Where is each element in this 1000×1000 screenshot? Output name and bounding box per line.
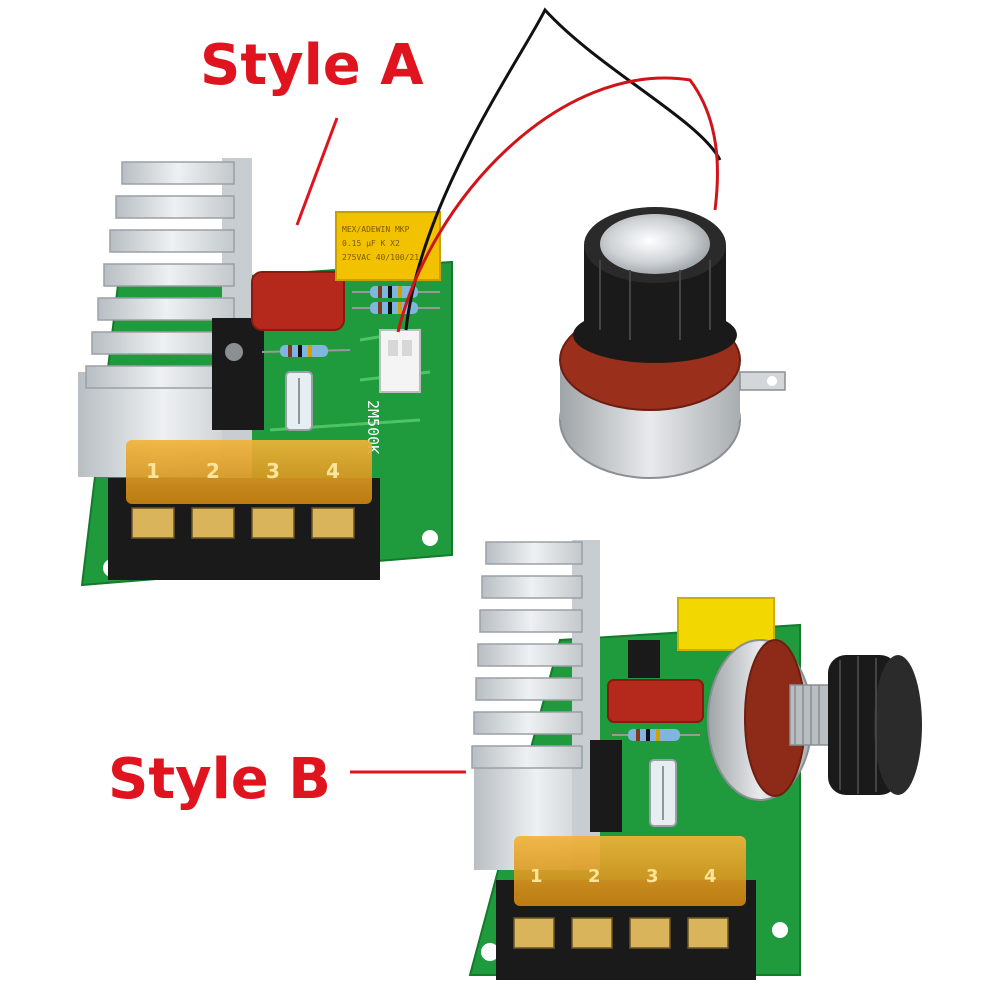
board-b-terminal-number: 2 [588, 866, 601, 887]
pot-wire-red [396, 76, 719, 333]
board-b: 1 2 3 4 [468, 540, 922, 980]
board-a-fuse [285, 371, 313, 431]
board-a-pot-connector [379, 329, 421, 393]
board-b-heatsink [471, 540, 600, 870]
board-a-terminal-screw [311, 507, 355, 539]
board-b-red-capacitor [607, 679, 704, 723]
knob-cap [600, 214, 710, 274]
board-a-terminal-cover [126, 440, 372, 504]
capacitor-text-line: MEX/ADEWIN MKP [342, 225, 410, 234]
external-potentiometer [559, 207, 786, 479]
board-b-terminal-block: 1 2 3 4 [496, 836, 756, 980]
board-b-fuse [649, 759, 677, 827]
board-b-terminal-cover [514, 836, 746, 906]
board-a-terminal-number: 1 [146, 459, 160, 483]
board-a-mount-hole [422, 530, 438, 546]
board-b-mount-hole [772, 922, 788, 938]
board-b-triac [590, 740, 622, 832]
board-b-terminal-screw [513, 917, 555, 949]
board-b-terminal-number: 1 [530, 866, 543, 887]
board-a-red-capacitor [251, 271, 345, 331]
potentiometer-lug [739, 371, 786, 391]
board-a-terminal-screw [251, 507, 295, 539]
style-b-label: Style B [108, 747, 331, 812]
board-b-potentiometer [707, 639, 922, 801]
style-a-pointer-line [295, 117, 339, 226]
board-a-triac-screw [225, 343, 243, 361]
board-b-diac [628, 640, 660, 678]
pot-wire-black [404, 7, 722, 331]
style-a-label: Style A [200, 33, 424, 98]
board-a-terminal-number: 4 [326, 459, 340, 483]
board-a-triac [212, 318, 264, 430]
board-a-terminal-screw [131, 507, 175, 539]
board-b-terminal-screw [629, 917, 671, 949]
board-b-terminal-screw [571, 917, 613, 949]
board-b-resistor [612, 729, 700, 741]
board-b-terminal-screw [687, 917, 729, 949]
board-a-terminal-screw [191, 507, 235, 539]
board-b-terminal-number: 3 [646, 866, 659, 887]
board-a-yellow-capacitor: MEX/ADEWIN MKP 0.15 μF K X2 275VAC 40/10… [335, 211, 441, 281]
board-b-mount-hole [481, 943, 499, 961]
potentiometer-knob [573, 207, 737, 363]
board-a-terminal-block: 1 2 3 4 [108, 440, 380, 580]
capacitor-text-line: 0.15 μF K X2 [342, 239, 400, 248]
board-b-terminal-number: 4 [704, 866, 717, 887]
board-a-terminal-number: 3 [266, 459, 280, 483]
board-a: MEX/ADEWIN MKP 0.15 μF K X2 275VAC 40/10… [78, 158, 453, 587]
board-b-knob [828, 655, 922, 795]
capacitor-text-line: 275VAC 40/100/21 [342, 253, 419, 262]
potentiometer-shaft [789, 684, 831, 746]
board-a-terminal-number: 2 [206, 459, 220, 483]
